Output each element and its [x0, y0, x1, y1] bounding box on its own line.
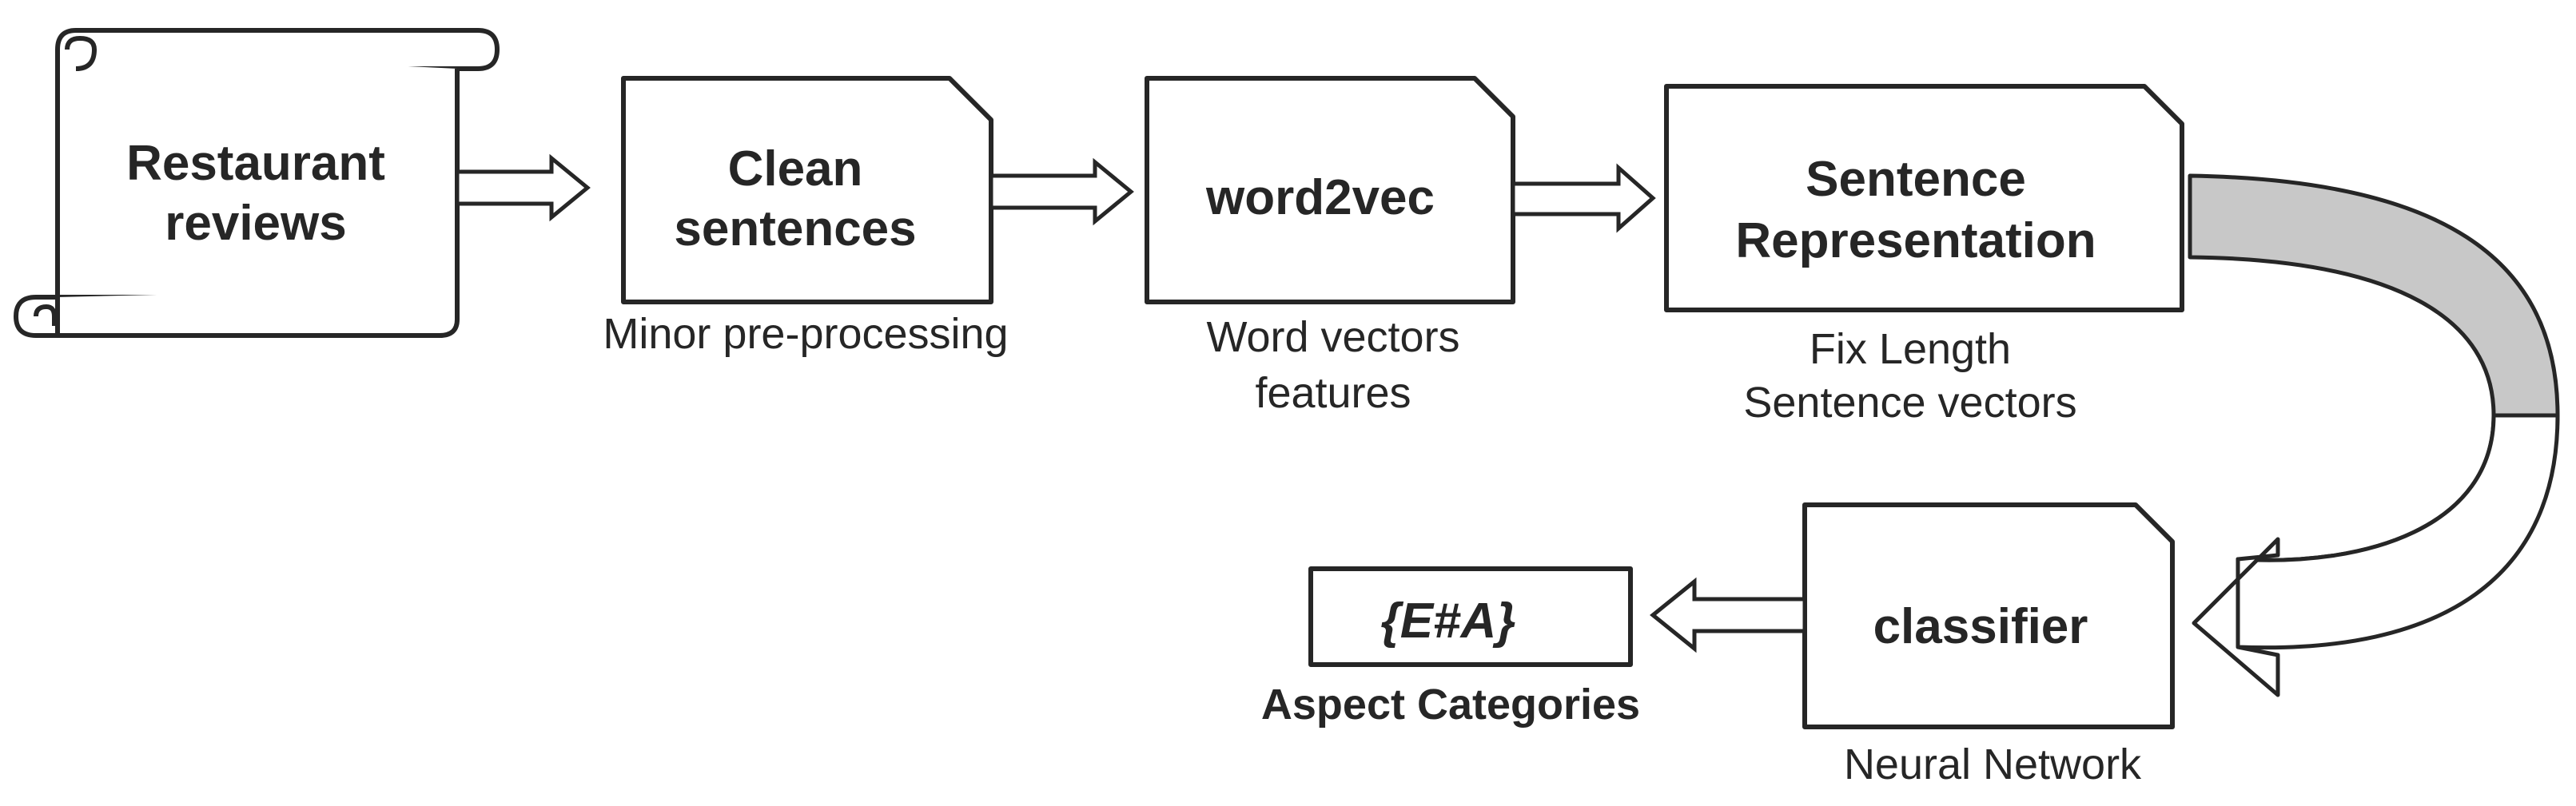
- classifier-node: classifier Neural Network: [1802, 502, 2175, 788]
- sentence-representation-caption-line2: Sentence vectors: [1743, 379, 2076, 427]
- arrow-word2vec-to-sentence: [1511, 163, 1656, 233]
- aspect-categories-caption: Aspect Categories: [1261, 681, 1640, 729]
- classifier-caption: Neural Network: [1844, 740, 2142, 788]
- restaurant-reviews-line2: reviews: [165, 196, 347, 251]
- arrow-clean-to-word2vec: [989, 157, 1134, 226]
- restaurant-reviews-node: Restaurant reviews: [14, 28, 500, 338]
- word2vec-caption-line2: features: [1255, 369, 1411, 417]
- clean-sentences-caption: Minor pre-processing: [603, 310, 1008, 358]
- clean-sentences-line2: sentences: [674, 201, 916, 256]
- arrow-classifier-to-output: [1650, 577, 1807, 653]
- word2vec-label: word2vec: [1205, 170, 1435, 225]
- sentence-representation-line1: Sentence: [1806, 152, 2026, 207]
- classifier-label: classifier: [1873, 599, 2088, 654]
- sentence-representation-caption-line1: Fix Length: [1810, 325, 2011, 373]
- clean-sentences-node: Clean sentences Minor pre-processing: [603, 76, 1009, 358]
- clean-sentences-line1: Clean: [728, 141, 863, 197]
- curved-arrow-sentence-to-classifier: [2188, 173, 2560, 697]
- arrow-reviews-to-clean: [455, 153, 591, 222]
- aspect-categories-node: {E#A} Aspect Categories: [1261, 566, 1640, 729]
- word2vec-caption-line1: Word vectors: [1206, 313, 1459, 361]
- restaurant-reviews-line1: Restaurant: [126, 136, 385, 191]
- sentence-representation-line2: Representation: [1735, 213, 2096, 268]
- sentence-representation-node: Sentence Representation Fix Length Sente…: [1664, 84, 2184, 427]
- aspect-categories-label: {E#A}: [1381, 594, 1516, 649]
- word2vec-node: word2vec Word vectors features: [1145, 76, 1515, 417]
